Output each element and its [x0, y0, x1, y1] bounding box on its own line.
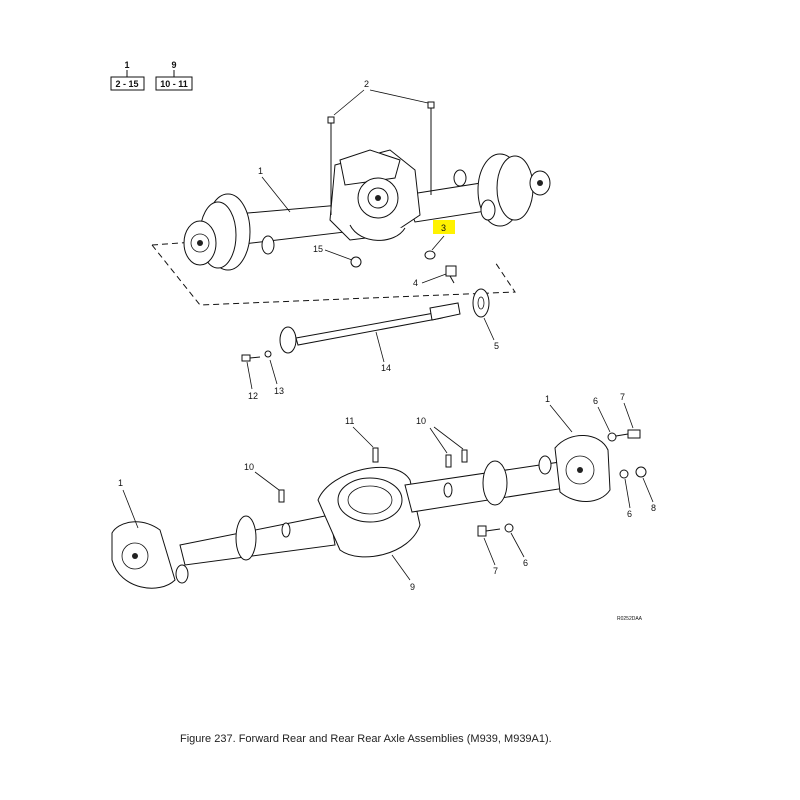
callout-6: 6 [593, 396, 598, 406]
top-axle-assembly [151, 101, 551, 362]
callouts: 1 2 3 15 4 5 14 13 12 11 10 10 1 1 6 [118, 79, 656, 592]
callout-1: 1 [258, 166, 263, 176]
ref-box-range: 10 - 11 [160, 79, 188, 89]
reference-box-9: 9 10 - 11 [155, 60, 193, 91]
callout-4: 4 [413, 278, 418, 288]
highlight-box [433, 220, 455, 234]
callout-10: 10 [244, 462, 254, 472]
figure-code: R0252DAA [617, 616, 643, 622]
callout-5: 5 [494, 341, 499, 351]
callout-10: 10 [416, 416, 426, 426]
callout-1: 1 [118, 478, 123, 488]
callout-2: 2 [364, 79, 369, 89]
figure-caption: Figure 237. Forward Rear and Rear Rear A… [180, 733, 552, 745]
callout-7: 7 [620, 392, 625, 402]
ref-box-range: 2 - 15 [115, 79, 138, 89]
callout-3: 3 [441, 223, 446, 233]
ref-box-number: 9 [171, 60, 176, 70]
callout-12: 12 [248, 391, 258, 401]
callout-14: 14 [381, 363, 391, 373]
callout-6: 6 [523, 558, 528, 568]
callout-13: 13 [274, 386, 284, 396]
reference-box-1: 1 2 - 15 [110, 60, 145, 91]
callout-1: 1 [545, 394, 550, 404]
callout-6: 6 [627, 509, 632, 519]
callout-15: 15 [313, 244, 323, 254]
callout-7: 7 [493, 566, 498, 576]
callout-8: 8 [651, 503, 656, 513]
bottom-axle-housing [111, 429, 647, 589]
callout-9: 9 [410, 582, 415, 592]
ref-box-number: 1 [124, 60, 129, 70]
callout-11: 11 [345, 416, 354, 426]
